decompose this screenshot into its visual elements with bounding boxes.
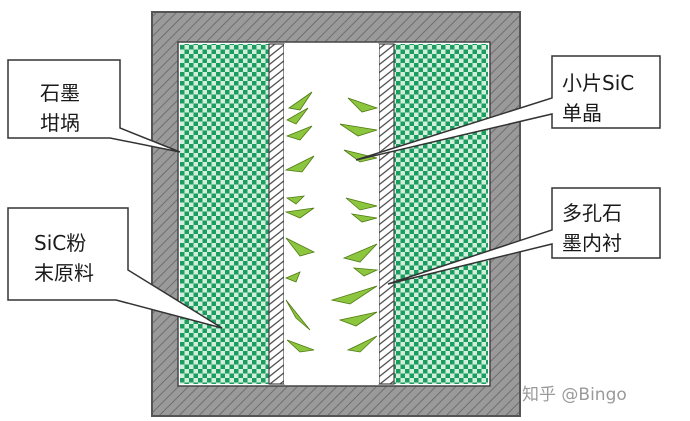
label-porous-liner: 多孔石 墨内衬 [562,198,622,258]
crystal-shard [338,311,378,327]
crystal-shard [286,339,315,353]
label-line: 小片SiC [562,71,635,95]
callout-powder [7,207,223,329]
porous-liner-right [378,43,395,385]
label-line: 末原料 [34,261,94,285]
crystal-shard [342,243,378,263]
label-graphite-crucible: 石墨 坩埚 [40,78,80,138]
crystal-shard [285,299,311,331]
sic-powder-left [180,44,269,384]
sic-crystals-right [330,97,379,353]
callout-crucible [7,59,181,153]
crystal-shard [330,285,378,305]
callout-liner [387,187,661,285]
crystal-shard [350,213,378,223]
label-sic-powder: SiC粉 末原料 [34,228,94,288]
label-line: 单晶 [562,101,602,125]
label-line: 墨内衬 [562,231,622,255]
crystal-shard [285,125,313,141]
label-line: 坩埚 [40,111,80,135]
label-sic-crystal: 小片SiC 单晶 [562,68,634,128]
crystal-shard [284,155,315,173]
callout-crystal [355,55,661,161]
watermark: 知乎 @Bingo [522,385,627,405]
crystal-shard [284,207,315,219]
crystal-shard [285,237,316,257]
crystal-shard [345,197,378,211]
crystal-shard [339,123,378,137]
crystal-shard [343,149,378,163]
crystal-shard [347,97,379,113]
sic-powder-right [394,44,488,384]
sic-crystals-left [284,91,316,353]
crystal-shard [287,91,313,111]
label-line: 多孔石 [562,201,622,225]
crystal-shard [284,271,301,283]
porous-liner-left [268,43,285,385]
crystal-shard [285,195,306,205]
crystal-shard [352,267,379,277]
label-line: SiC粉 [34,231,87,255]
crystal-shard [286,107,309,125]
label-line: 石墨 [40,81,80,105]
crystal-shard [346,335,378,353]
